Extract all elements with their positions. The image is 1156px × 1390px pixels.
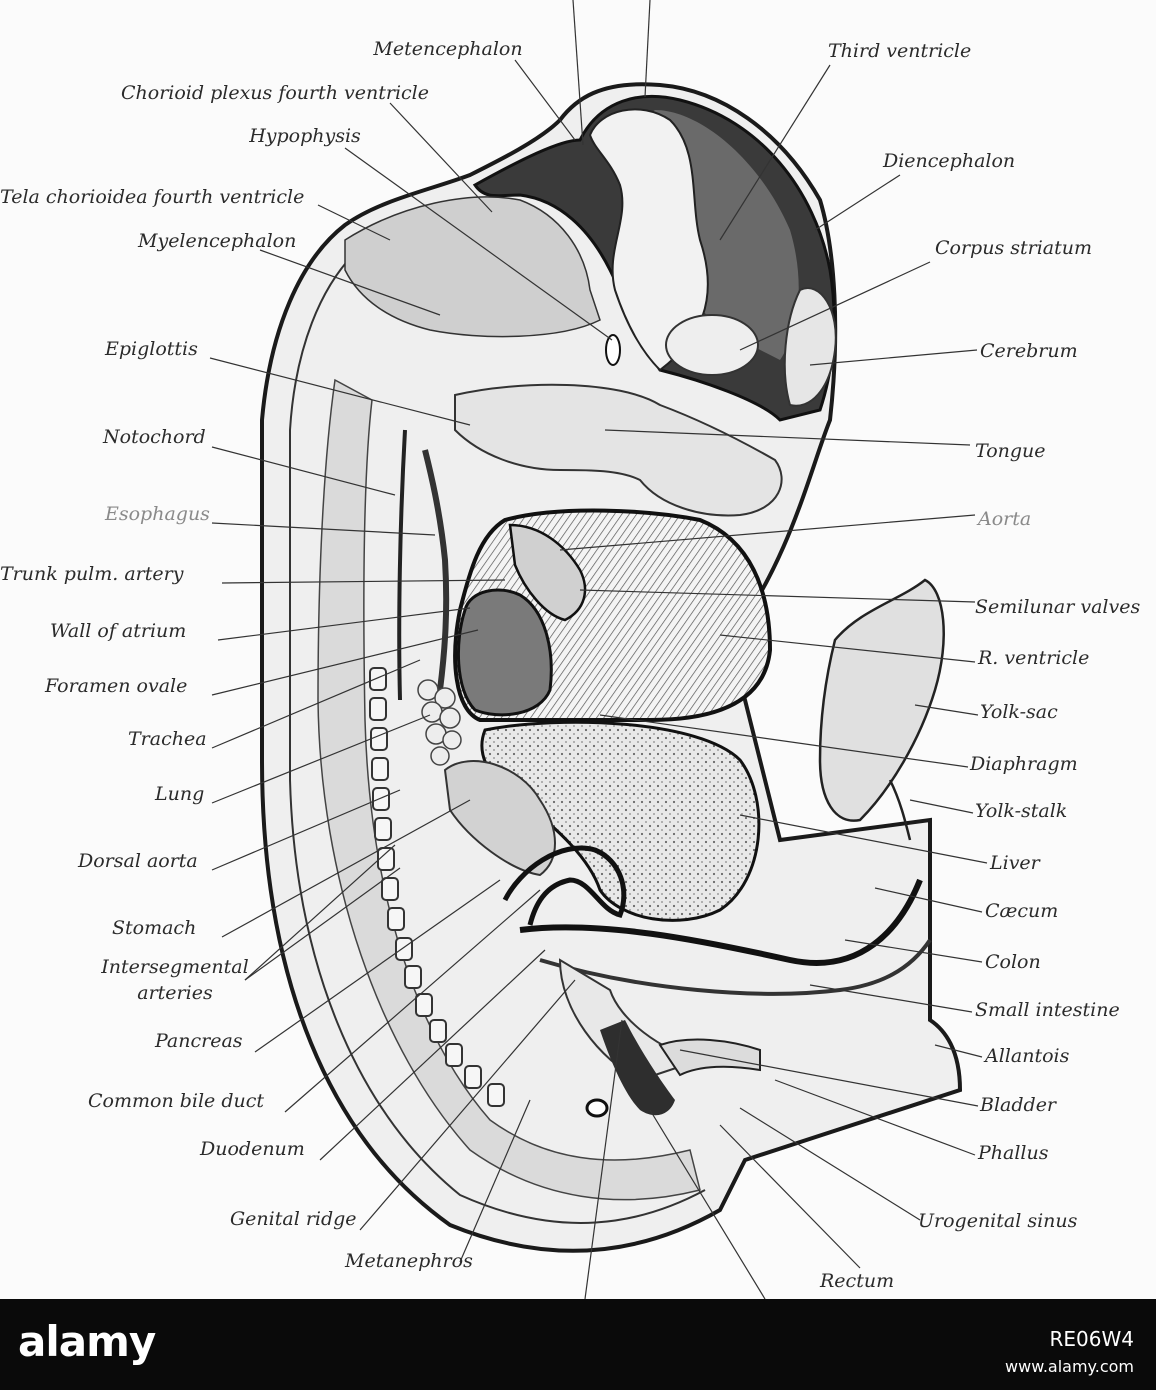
label-diaphragm: Diaphragm bbox=[970, 753, 1078, 775]
label-caecum: Cæcum bbox=[985, 900, 1059, 922]
label-myelencephalon: Myelencephalon bbox=[138, 230, 297, 252]
label-corpus-striatum: Corpus striatum bbox=[935, 237, 1093, 259]
yolk-sac-shape bbox=[818, 578, 945, 822]
duodenum-loop bbox=[502, 845, 627, 926]
label-hypophysis: Hypophysis bbox=[249, 125, 361, 147]
label-epiglottis: Epiglottis bbox=[105, 338, 198, 360]
label-duodenum: Duodenum bbox=[200, 1138, 305, 1160]
label-genital-ridge: Genital ridge bbox=[230, 1208, 357, 1230]
label-phallus: Phallus bbox=[978, 1142, 1049, 1164]
label-notochord: Notochord bbox=[103, 426, 206, 448]
label-bladder: Bladder bbox=[980, 1094, 1057, 1116]
label-metencephalon: Metencephalon bbox=[373, 38, 523, 60]
small-intestine-loop bbox=[519, 878, 923, 966]
label-urogenital-sinus: Urogenital sinus bbox=[918, 1210, 1078, 1232]
genital-ridge-shape bbox=[585, 1098, 609, 1118]
label-pancreas: Pancreas bbox=[155, 1030, 243, 1052]
label-trunk-pulm-artery: Trunk pulm. artery bbox=[0, 563, 184, 585]
label-liver: Liver bbox=[990, 852, 1040, 874]
label-chorioid-plexus: Chorioid plexus fourth ventricle bbox=[121, 82, 429, 104]
label-rectum: Rectum bbox=[820, 1270, 895, 1292]
stock-image-id: RE06W4 bbox=[1049, 1327, 1134, 1351]
label-third-ventricle: Third ventricle bbox=[828, 40, 972, 62]
label-r-ventricle: R. ventricle bbox=[978, 647, 1090, 669]
watermark-footer: alamy RE06W4 www.alamy.com bbox=[0, 1299, 1156, 1390]
label-cerebrum: Cerebrum bbox=[980, 340, 1078, 362]
web-address: www.alamy.com bbox=[1005, 1357, 1134, 1376]
brand-logo: alamy bbox=[18, 1317, 156, 1366]
label-semilunar-valves: Semilunar valves bbox=[975, 596, 1141, 618]
label-stomach: Stomach bbox=[112, 917, 197, 939]
label-allantois: Allantois bbox=[985, 1045, 1070, 1067]
label-diencephalon: Diencephalon bbox=[883, 150, 1016, 172]
label-tela-chorioidea: Tela chorioidea fourth ventricle bbox=[0, 186, 305, 208]
label-common-bile-duct: Common bile duct bbox=[88, 1090, 265, 1112]
label-intersegmental-1: Intersegmental bbox=[101, 956, 249, 978]
colon-loop bbox=[539, 938, 932, 996]
label-foramen-ovale: Foramen ovale bbox=[45, 675, 188, 697]
label-esophagus: Esophagus bbox=[105, 503, 210, 525]
label-intersegmental-2: arteries bbox=[137, 982, 213, 1004]
label-trachea: Trachea bbox=[128, 728, 207, 750]
stomach-shape bbox=[443, 760, 556, 877]
label-metanephros: Metanephros bbox=[345, 1250, 473, 1272]
label-dorsal-aorta: Dorsal aorta bbox=[78, 850, 198, 872]
hypophysis-shape bbox=[605, 334, 621, 366]
tongue-shape bbox=[454, 383, 783, 517]
label-wall-of-atrium: Wall of atrium bbox=[50, 620, 187, 642]
label-tongue: Tongue bbox=[975, 440, 1046, 462]
embryo-section-figure: Metencephalon Chorioid plexus fourth ven… bbox=[0, 0, 1141, 1299]
label-yolk-stalk: Yolk-stalk bbox=[975, 800, 1068, 822]
label-colon: Colon bbox=[985, 951, 1041, 973]
label-lung: Lung bbox=[155, 783, 205, 805]
label-aorta: Aorta bbox=[978, 508, 1032, 530]
label-yolk-sac: Yolk-sac bbox=[980, 701, 1058, 723]
label-small-intestine: Small intestine bbox=[975, 999, 1120, 1021]
corpus-striatum-shape bbox=[665, 314, 759, 376]
